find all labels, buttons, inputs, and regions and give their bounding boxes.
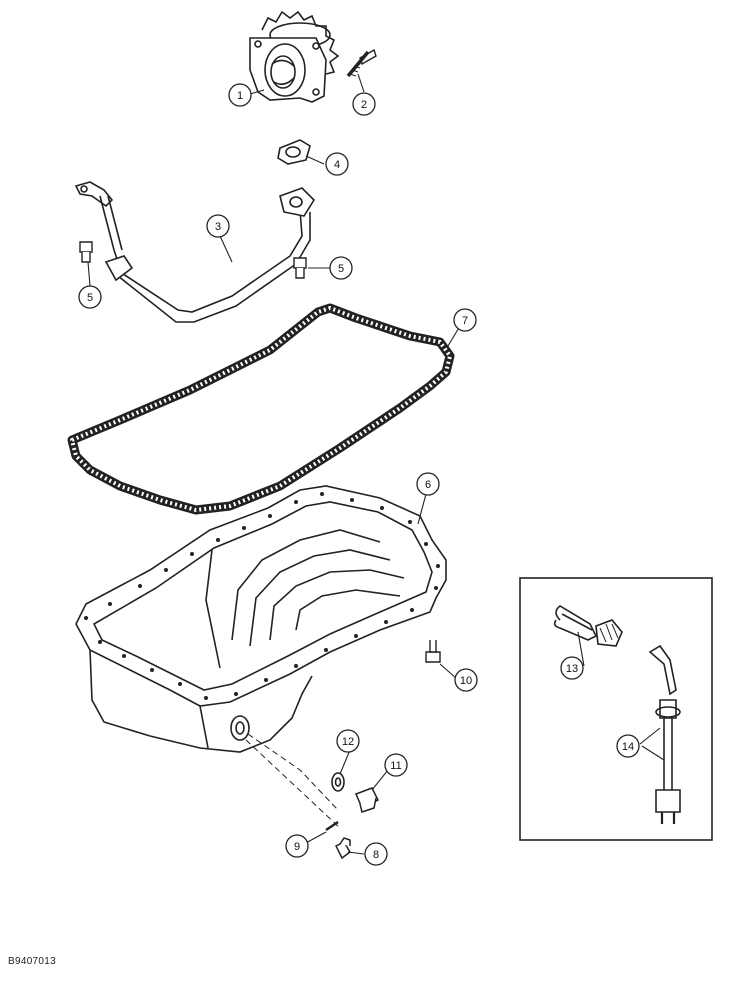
callout-14: 14 [616, 734, 640, 758]
callout-label: 13 [566, 663, 578, 675]
assembly-line [247, 733, 339, 811]
drain-plug-icon [355, 787, 380, 813]
callout-label: 9 [294, 841, 300, 853]
gasket-small-icon [277, 139, 311, 165]
oil-pickup-tube-icon [74, 181, 316, 323]
oil-pan-icon [75, 485, 447, 753]
callout-label: 11 [390, 760, 401, 772]
callout-label: 12 [342, 736, 354, 748]
sealing-washer-icon [331, 772, 345, 792]
callout-4: 4 [325, 152, 349, 176]
inset-box [519, 577, 713, 841]
callout-label: 14 [622, 741, 634, 753]
callout-12: 12 [336, 729, 360, 753]
callout-9: 9 [285, 834, 309, 858]
callout-8: 8 [364, 842, 388, 866]
oil-pan-gasket-icon [67, 303, 455, 515]
callout-label: 3 [215, 221, 221, 233]
callout-10: 10 [454, 668, 478, 692]
bolt-icon [346, 48, 377, 78]
cap-screw-icon [425, 640, 441, 663]
callout-label: 5 [87, 292, 93, 304]
callout-label: 5 [338, 263, 344, 275]
callout-7: 7 [453, 308, 477, 332]
assembly-line [245, 739, 341, 829]
oil-pump-icon [249, 10, 340, 103]
callout-2: 2 [352, 92, 376, 116]
figure-code: B9407013 [8, 956, 57, 967]
cap-screw-icon [79, 241, 307, 279]
callout-5-left: 5 [78, 285, 102, 309]
callout-label: 6 [425, 479, 431, 491]
callout-11: 11 [384, 753, 408, 777]
callout-label: 4 [334, 159, 340, 171]
callout-label: 1 [237, 90, 243, 102]
callout-5-right: 5 [329, 256, 353, 280]
callout-label: 7 [462, 315, 468, 327]
fitting-icon [334, 837, 351, 860]
callout-label: 2 [361, 99, 367, 111]
leader-lines [87, 73, 665, 855]
heater-cord-icon [648, 644, 681, 824]
callout-13: 13 [560, 656, 584, 680]
callout-6: 6 [416, 472, 440, 496]
callout-1: 1 [228, 83, 252, 107]
callout-label: 8 [373, 849, 379, 861]
oil-pan-heater-icon [553, 605, 623, 647]
callout-3: 3 [206, 214, 230, 238]
spring-pin-icon [325, 820, 339, 832]
callout-label: 10 [460, 675, 472, 687]
